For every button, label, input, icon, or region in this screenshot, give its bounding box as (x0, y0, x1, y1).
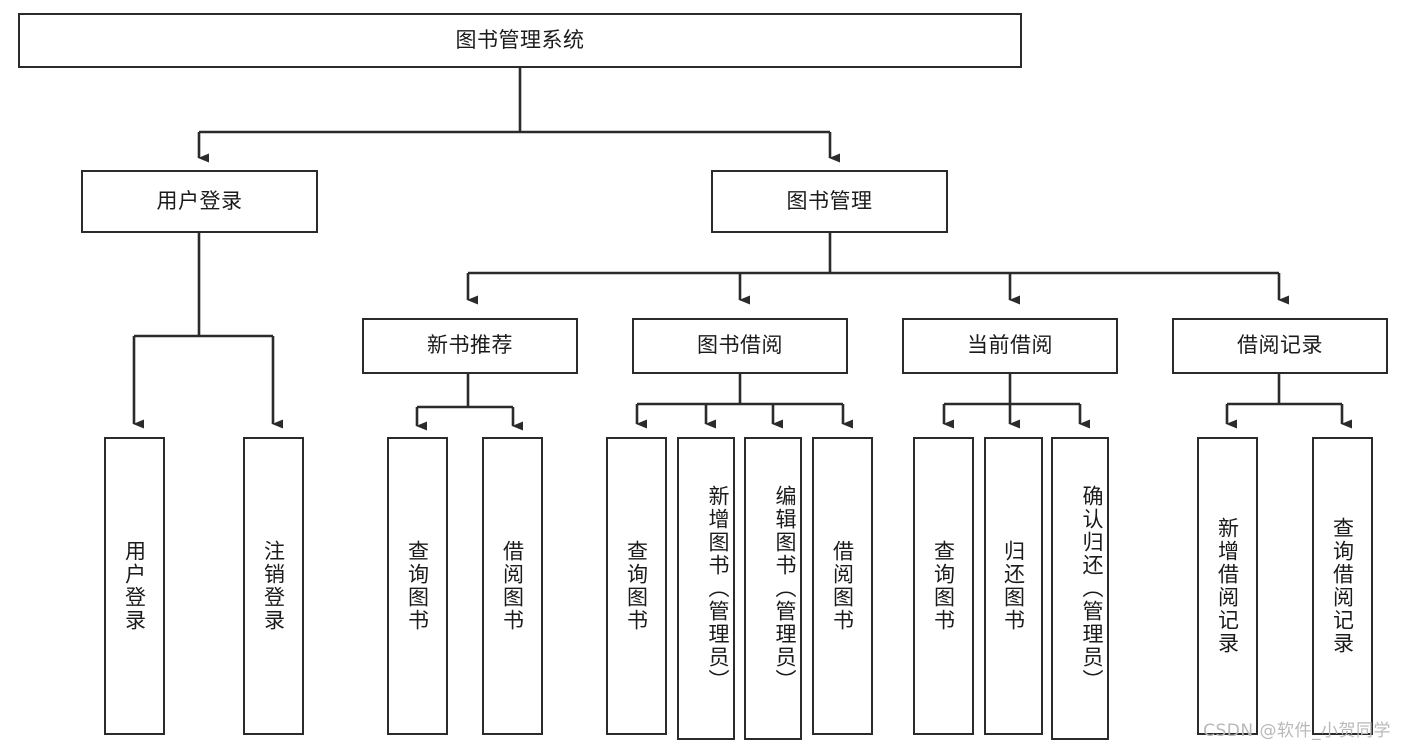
node-leaf-borrow-book-1[interactable]: 借阅图书 (482, 437, 543, 735)
node-user-login[interactable]: 用户登录 (81, 170, 318, 233)
node-leaf-user-logout[interactable]: 注销登录 (243, 437, 304, 735)
node-book-borrow[interactable]: 图书借阅 (632, 318, 848, 374)
node-root[interactable]: 图书管理系统 (18, 13, 1022, 68)
node-book-manage[interactable]: 图书管理 (711, 170, 948, 233)
node-leaf-add-book[interactable]: 新增图书（管理员） (677, 437, 735, 740)
node-leaf-edit-book[interactable]: 编辑图书（管理员） (744, 437, 802, 740)
node-leaf-confirm-return[interactable]: 确认归还（管理员） (1051, 437, 1109, 740)
node-new-book-recommend[interactable]: 新书推荐 (362, 318, 578, 374)
node-leaf-query-book-1[interactable]: 查询图书 (387, 437, 448, 735)
node-leaf-return-book[interactable]: 归还图书 (984, 437, 1043, 735)
node-leaf-query-book-2[interactable]: 查询图书 (606, 437, 667, 735)
node-leaf-query-book-3[interactable]: 查询图书 (913, 437, 974, 735)
node-leaf-query-record[interactable]: 查询借阅记录 (1312, 437, 1373, 735)
node-current-borrow[interactable]: 当前借阅 (902, 318, 1118, 374)
csdn-watermark: CSDN @软件_小贺同学 (1203, 721, 1391, 741)
node-leaf-add-record[interactable]: 新增借阅记录 (1197, 437, 1258, 735)
node-leaf-user-login[interactable]: 用户登录 (104, 437, 165, 735)
node-leaf-borrow-book-2[interactable]: 借阅图书 (812, 437, 873, 735)
node-borrow-record[interactable]: 借阅记录 (1172, 318, 1388, 374)
